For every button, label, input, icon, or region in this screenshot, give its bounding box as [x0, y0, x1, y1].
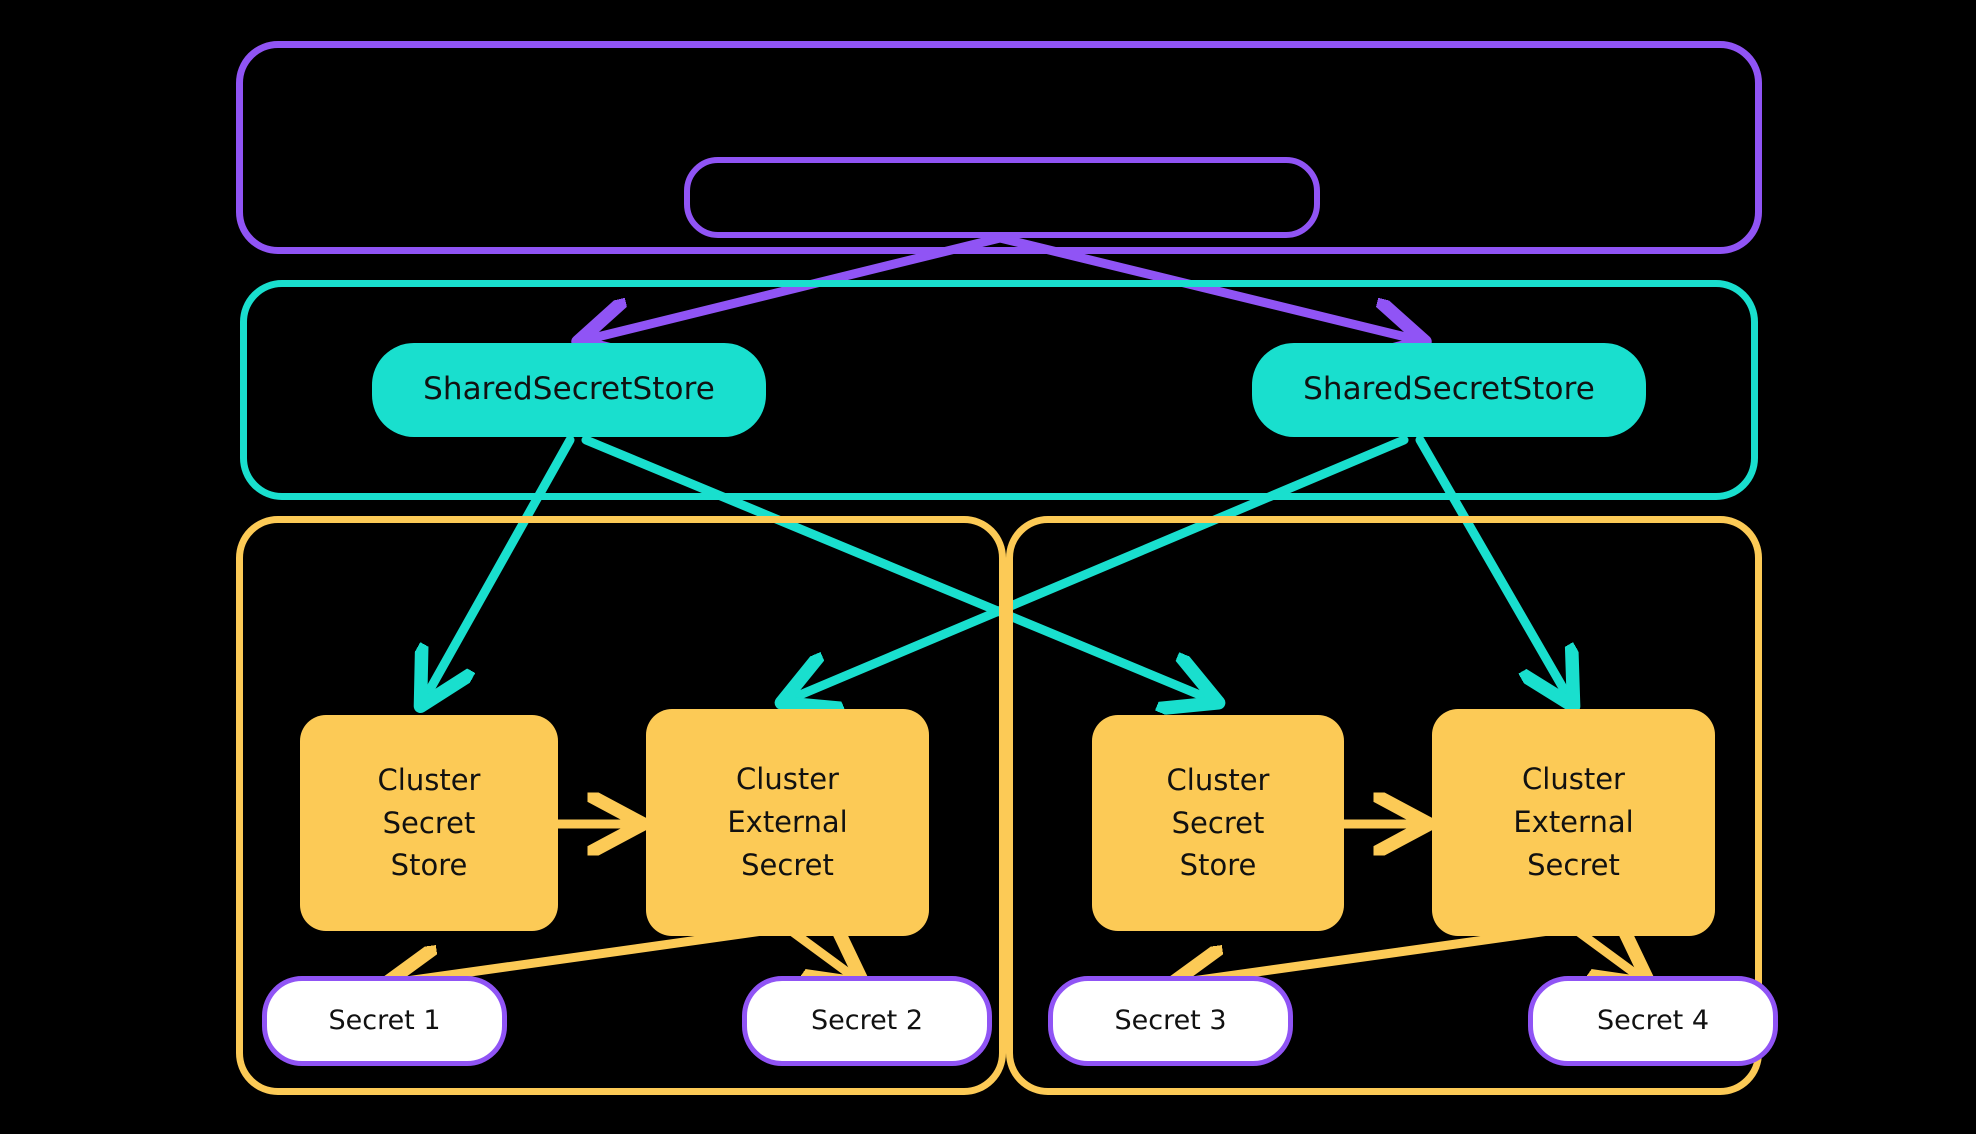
- cluster-external-secret-right-line2: External: [1513, 805, 1634, 840]
- shared-secret-store-left[interactable]: SharedSecretStore: [372, 343, 766, 437]
- shared-secret-store-left-label: SharedSecretStore: [423, 371, 715, 408]
- cluster-external-secret-right[interactable]: Cluster External Secret: [1432, 709, 1715, 936]
- cluster-external-secret-left-line3: Secret: [741, 847, 834, 882]
- secret-4-label: Secret 4: [1596, 1004, 1710, 1036]
- cluster-secret-store-right-line3: Store: [1179, 848, 1257, 883]
- secret-1-node[interactable]: Secret 1: [262, 976, 507, 1066]
- purple-layer-frame: [236, 41, 1762, 254]
- secret-2-node[interactable]: Secret 2: [742, 976, 992, 1066]
- cluster-secret-store-left-line1: Cluster: [377, 762, 481, 797]
- shared-secret-store-right-label: SharedSecretStore: [1303, 371, 1595, 408]
- cluster-external-secret-right-line3: Secret: [1527, 847, 1620, 882]
- cluster-secret-store-left[interactable]: Cluster Secret Store: [300, 715, 558, 931]
- secret-3-label: Secret 3: [1114, 1004, 1227, 1036]
- cluster-external-secret-left[interactable]: Cluster External Secret: [646, 709, 929, 936]
- yellow-layer-frame-right: [1006, 516, 1762, 1095]
- cluster-external-secret-left-line2: External: [727, 805, 848, 840]
- yellow-layer-frame-left: [236, 516, 1006, 1095]
- cluster-secret-store-right-line2: Secret: [1171, 805, 1265, 840]
- secret-2-label: Secret 2: [810, 1004, 924, 1036]
- cluster-external-secret-right-line1: Cluster: [1522, 762, 1625, 797]
- cluster-secret-store-right-line1: Cluster: [1166, 762, 1270, 797]
- secret-3-node[interactable]: Secret 3: [1048, 976, 1293, 1066]
- secret-4-node[interactable]: Secret 4: [1528, 976, 1778, 1066]
- shared-secret-store-right[interactable]: SharedSecretStore: [1252, 343, 1646, 437]
- root-node[interactable]: [684, 157, 1320, 238]
- secret-1-label: Secret 1: [328, 1004, 441, 1036]
- teal-layer-frame: [240, 280, 1758, 500]
- cluster-secret-store-left-line3: Store: [390, 848, 468, 883]
- cluster-secret-store-left-line2: Secret: [382, 805, 476, 840]
- cluster-secret-store-right[interactable]: Cluster Secret Store: [1092, 715, 1344, 931]
- cluster-external-secret-left-line1: Cluster: [736, 762, 839, 797]
